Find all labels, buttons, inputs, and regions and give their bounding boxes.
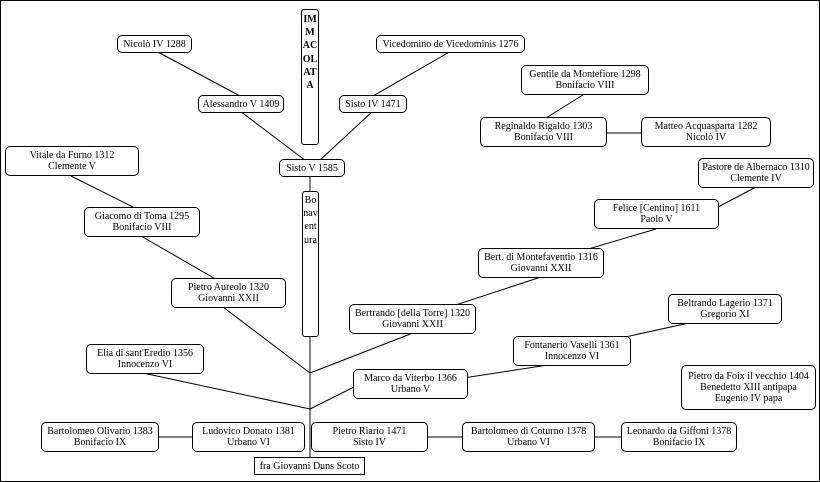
node-pietro-foix: Pietro da Foix il vecchio 1404 Benedetto… [681, 365, 816, 410]
node-bartolomeo-olivario: Bartolomeo Olivario 1383 Bonifacio IX [41, 422, 159, 452]
node-pope: Innocenzo VI [117, 359, 173, 370]
node-name: fra Giovanni Duns Scoto [259, 460, 360, 472]
node-name: Sisto V 1585 [286, 162, 338, 174]
node-bartolomeo-coturno: Bartolomeo di Coturno 1378 Urbano VI [462, 422, 595, 452]
node-pope: Clemente IV [730, 173, 782, 184]
node-pastore: Pastore de Albernaco 1310 Clemente IV [698, 158, 814, 188]
node-pope: Bonifacio VIII [555, 80, 615, 91]
node-name: Bartolomeo di Coturno 1378 [470, 426, 587, 437]
node-name: Ludovico Donato 1381 [202, 426, 295, 437]
node-name: Bert. di Montefaventio 1316 [484, 252, 598, 263]
node-pope: Bonifacio VIII [514, 132, 573, 143]
node-name: Sisto IV 1471 [345, 98, 401, 110]
node-matteo: Matteo Acquasparta 1282 Nicolò IV [641, 117, 771, 147]
node-name: Matteo Acquasparta 1282 [654, 121, 758, 132]
node-fontanerio: Fontanerio Vaselli 1361 Innocenzo VI [513, 336, 631, 366]
node-name: Marco da Viterbo 1366 [364, 373, 457, 384]
node-name: Giacomo di Toma 1295 [94, 211, 190, 222]
node-gentile: Gentile da Montefiore 1298 Bonifacio VII… [521, 65, 649, 95]
node-pope: Nicolò IV [685, 132, 727, 143]
node-sisto-iv: Sisto IV 1471 [339, 95, 407, 113]
link-giacomo-pietro-aureolo [140, 235, 220, 282]
link-marco-trunk [309, 385, 357, 410]
node-sisto-v: Sisto V 1585 [279, 159, 345, 177]
node-pope: Giovanni XXII [382, 319, 443, 330]
node-pope: Giovanni XXII [198, 293, 259, 304]
immacolata-label: IMMACOLATA [302, 14, 318, 92]
node-pope: Giovanni XXII [510, 263, 572, 274]
node-duns-scoto: fra Giovanni Duns Scoto [254, 457, 365, 475]
node-ludovico: Ludovico Donato 1381 Urbano VI [192, 422, 305, 452]
link-sisto-v-sisto-iv [318, 110, 374, 162]
node-name: Elia di sant'Eredio 1356 [97, 348, 193, 359]
node-felice: Felice [Centino] 1611 Paolo V [594, 199, 719, 229]
node-name: Felice [Centino] 1611 [612, 203, 701, 214]
node-pope: Bonifacio IX [73, 437, 127, 448]
node-beltrando: Beltrando Lagerio 1371 Gregorio XI [668, 294, 782, 324]
node-giacomo: Giacomo di Toma 1295 Bonifacio VIII [84, 207, 200, 237]
node-name: Fontanerio Vaselli 1361 [524, 340, 620, 351]
node-pope: Gregorio XI [700, 309, 750, 320]
link-sisto-iv-vicedomino [372, 50, 452, 97]
node-bert-montefaventio: Bert. di Montefaventio 1316 Giovanni XXI… [478, 248, 604, 278]
node-bertrando-torre: Bertrando [della Torre] 1320 Giovanni XX… [349, 304, 476, 334]
node-alessandro-v: Alessandro V 1409 [198, 95, 284, 113]
node-name: Vicedomino de Vicedominis 1276 [382, 38, 519, 50]
node-pope: Bonifacio IX [652, 437, 706, 448]
node-nicolo-iv: Nicolò IV 1288 [117, 35, 192, 53]
node-pope: Paolo V [640, 214, 673, 225]
node-pope: Urbano VI [507, 437, 550, 448]
immacolata-box: IMMACOLATA [301, 9, 319, 145]
link-vitale-giacomo [70, 175, 142, 212]
link-gentile-reginaldo [545, 92, 587, 119]
node-pope: Sisto IV [352, 437, 387, 448]
link-sisto-v-alessandro [239, 110, 307, 162]
link-alessandro-nicolo [155, 50, 241, 97]
node-pope-2: Eugenio IV papa [714, 393, 783, 404]
node-name: Bertrando [della Torre] 1320 [355, 308, 470, 319]
node-elia: Elia di sant'Eredio 1356 Innocenzo VI [86, 344, 204, 374]
node-name: Nicolò IV 1288 [123, 38, 186, 50]
node-pope: Urbano V [390, 384, 431, 395]
node-reginaldo: Reginaldo Rigaldo 1303 Bonifacio VIII [480, 117, 607, 147]
node-vicedomino: Vicedomino de Vicedominis 1276 [376, 35, 525, 53]
node-name: Pietro Aureolo 1320 [187, 282, 270, 293]
node-name: Beltrando Lagerio 1371 [677, 298, 773, 309]
node-pope: Urbano VI [227, 437, 270, 448]
link-pietro-aureolo-trunk [218, 303, 311, 374]
link-bertrando-trunk [309, 332, 414, 374]
node-name: Pietro da Foix il vecchio 1404 [688, 371, 809, 382]
node-pope: Bonifacio VIII [112, 222, 172, 233]
node-name: Reginaldo Rigaldo 1303 [494, 121, 593, 132]
node-name: Pietro Riario 1471 [332, 426, 407, 437]
link-elia-trunk [142, 372, 311, 410]
bonaventura-label: Bonaventura [303, 195, 318, 246]
node-name: Gentile da Montefiore 1298 [529, 69, 641, 80]
node-vitale: Vitale da Furno 1312 Clemente V [5, 146, 139, 176]
node-name: Bartolomeo Olivario 1383 [47, 426, 153, 437]
node-name: Vitale da Furno 1312 [29, 150, 115, 161]
node-pope: Innocenzo VI [544, 351, 600, 362]
node-name: Alessandro V 1409 [202, 98, 280, 110]
node-marco: Marco da Viterbo 1366 Urbano V [353, 369, 468, 399]
node-pietro-riario: Pietro Riario 1471 Sisto IV [311, 422, 428, 452]
node-leonardo: Leonardo da Giffoni 1378 Bonifacio IX [621, 422, 737, 452]
node-pope: Benedetto XIII antipapa [700, 382, 797, 393]
node-pietro-aureolo: Pietro Aureolo 1320 Giovanni XXII [171, 278, 286, 308]
node-name: Leonardo da Giffoni 1378 [626, 426, 732, 437]
bonaventura-box: Bonaventura [302, 191, 319, 337]
node-pope: Clemente V [48, 161, 96, 172]
node-name: Pastore de Albernaco 1310 [702, 162, 810, 173]
